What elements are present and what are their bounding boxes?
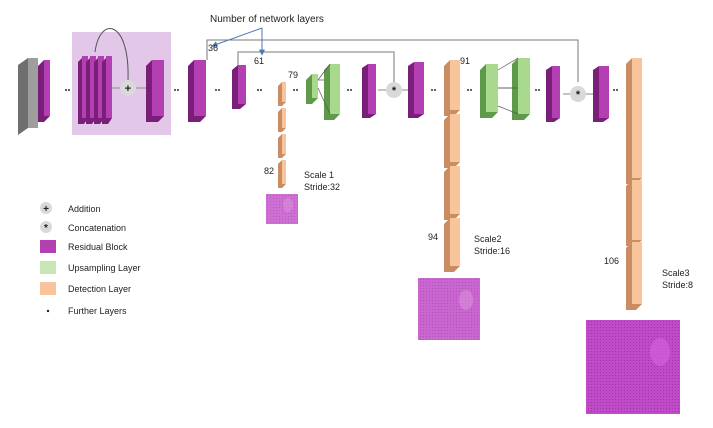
skip-connection-61: [237, 51, 395, 82]
legend-detection-label: Detection Layer: [68, 284, 131, 294]
legend-item-residual: Residual Block: [40, 240, 128, 253]
residual-block: [38, 60, 50, 122]
scale2-stride: Stride:16: [474, 246, 510, 256]
upsampling-connector-lines: [317, 57, 519, 115]
scale1-output-grid: [266, 194, 298, 224]
scale3-name: Scale3: [662, 268, 690, 278]
residual-block: [232, 65, 246, 109]
detection-layer: [626, 180, 642, 246]
annotation-arrow-36: [211, 27, 263, 47]
detection-layer: [278, 134, 286, 158]
legend-concatenation-symbol: *: [44, 223, 48, 234]
further-layers-dots: [65, 89, 618, 91]
residual-block: [94, 56, 104, 124]
detection-layer: [278, 82, 286, 106]
upsampling-layer: [480, 64, 498, 118]
legend-upsampling-label: Upsampling Layer: [68, 263, 141, 273]
legend-addition-symbol: +: [43, 204, 49, 215]
legend: + Addition * Concatenation Residual Bloc…: [40, 202, 141, 316]
legend-residual-label: Residual Block: [68, 242, 128, 252]
input-layer: [18, 58, 38, 135]
residual-block: [188, 60, 206, 122]
detection-layer: [444, 166, 460, 220]
legend-item-further-layers: Further Layers: [46, 306, 127, 316]
detection-layer: [278, 160, 286, 188]
layer-number-36: 36: [208, 43, 218, 53]
legend-item-detection: Detection Layer: [40, 282, 131, 295]
concatenation-op: *: [386, 82, 402, 98]
legend-concatenation-label: Concatenation: [68, 223, 126, 233]
upsampling-layer: [306, 74, 318, 104]
layer-number-82: 82: [264, 166, 274, 176]
detection-layer: [626, 242, 642, 310]
concatenation-symbol: *: [576, 89, 581, 101]
layer-number-94: 94: [428, 232, 438, 242]
layer-number-106: 106: [604, 256, 619, 266]
scale1-stride: Stride:32: [304, 182, 340, 192]
scale2-grid-highlight: [459, 290, 473, 310]
detection-layer: [626, 58, 642, 128]
legend-addition-label: Addition: [68, 204, 101, 214]
detection-layer: [444, 114, 460, 168]
concatenation-symbol: *: [392, 85, 397, 97]
upsampling-layer: [324, 64, 340, 120]
detection-layer: [444, 218, 460, 272]
residual-block: [146, 60, 164, 122]
layer-number-61: 61: [254, 56, 264, 66]
residual-block: [593, 66, 609, 122]
scale1-grid-highlight: [283, 198, 293, 212]
scale2-output-grid: [418, 278, 480, 340]
residual-block: [78, 56, 88, 124]
layer-number-79: 79: [288, 70, 298, 80]
legend-item-concatenation: * Concatenation: [40, 221, 126, 234]
detection-layer: [444, 60, 460, 116]
legend-item-upsampling: Upsampling Layer: [40, 261, 141, 274]
scale3-grid-highlight: [650, 338, 670, 366]
upsampling-layer: [512, 58, 530, 120]
detection-layer: [626, 118, 642, 184]
residual-block: [86, 56, 96, 124]
scale2-name: Scale2: [474, 234, 502, 244]
residual-block: [102, 56, 112, 124]
addition-symbol: +: [125, 83, 131, 95]
detection-layer: [278, 108, 286, 132]
layer-number-91: 91: [460, 56, 470, 66]
residual-block: [408, 62, 424, 118]
residual-block: [362, 64, 376, 118]
concatenation-op: *: [570, 86, 586, 102]
residual-loop-arc: [94, 28, 129, 81]
scale1-name: Scale 1: [304, 170, 334, 180]
legend-item-addition: + Addition: [40, 202, 101, 215]
legend-further-label: Further Layers: [68, 306, 127, 316]
residual-block: [546, 66, 560, 122]
scale3-output-grid: [586, 320, 680, 414]
annotation-title: Number of network layers: [210, 14, 324, 25]
addition-op: +: [120, 80, 136, 96]
scale3-stride: Stride:8: [662, 280, 693, 290]
skip-connection-36: [206, 39, 579, 82]
